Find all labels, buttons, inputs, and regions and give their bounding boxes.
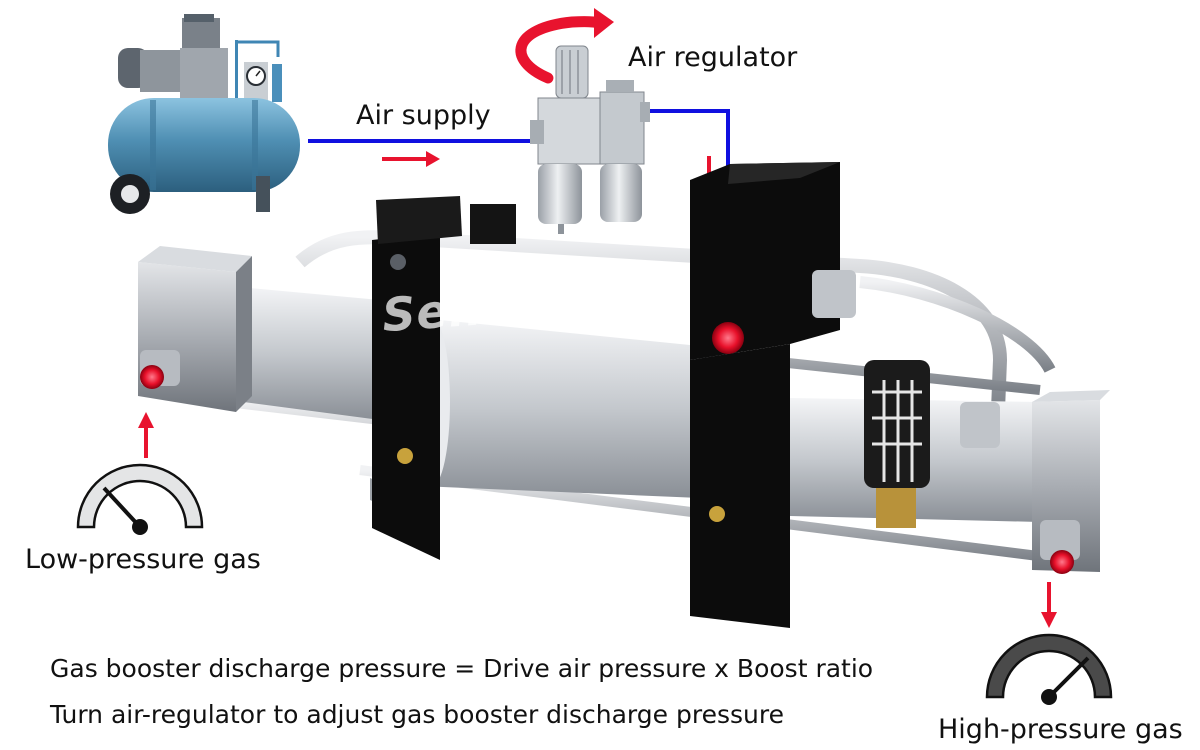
rotate-arrow-icon: [515, 8, 614, 84]
flow-arrow-icon: [1041, 582, 1057, 628]
air-supply-label: Air supply: [356, 100, 491, 131]
air-regulator-icon: [530, 45, 650, 234]
adjustment-instruction-text: Turn air-regulator to adjust gas booster…: [50, 700, 784, 729]
low-pressure-gas-label: Low-pressure gas: [25, 544, 261, 575]
brand-watermark: Senwell: [380, 273, 593, 343]
gas-outlet-port: [1050, 550, 1074, 574]
pressure-gauge-icon: [76, 463, 204, 535]
air-compressor-icon: [108, 14, 300, 214]
gas-inlet-port: [140, 365, 164, 389]
flow-arrow-icon: [138, 412, 154, 458]
high-pressure-gas-label: High-pressure gas: [938, 714, 1183, 745]
pressure-gauge-icon: [985, 633, 1113, 705]
pressure-equation-text: Gas booster discharge pressure = Drive a…: [50, 654, 874, 683]
drive-air-inlet-port: [712, 322, 744, 354]
air-regulator-label: Air regulator: [628, 42, 798, 73]
gas-booster-pump-icon: [138, 162, 1110, 628]
